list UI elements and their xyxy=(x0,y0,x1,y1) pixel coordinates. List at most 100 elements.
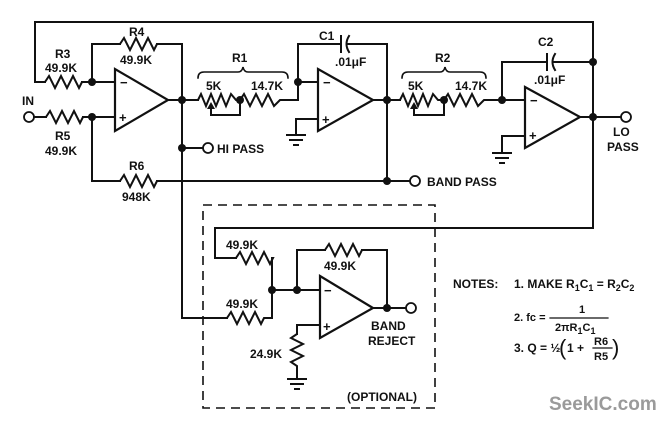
r6-value: 948K xyxy=(122,190,151,204)
note-1: 1. MAKE R1C1 = R2C2 xyxy=(514,277,634,293)
band-reject-label-2: REJECT xyxy=(368,334,416,348)
note-2-numerator: 1 xyxy=(579,304,585,316)
note-3-one: 1 + xyxy=(567,341,584,355)
note-3-denominator: R5 xyxy=(594,351,608,363)
r2-brace xyxy=(401,66,487,79)
opamp-4 xyxy=(318,274,376,340)
resistor-r2-fixed xyxy=(443,91,490,109)
junction-dot xyxy=(293,286,301,294)
c2-label: C2 xyxy=(538,35,554,49)
lo-pass-terminal[interactable] xyxy=(620,111,632,123)
r1-pot-value: 5K xyxy=(206,79,222,93)
band-pass-label: BAND PASS xyxy=(427,175,497,189)
lo-pass-label-1: LO xyxy=(613,125,630,139)
in-label: IN xyxy=(22,94,34,108)
opamp-2 xyxy=(316,67,376,133)
note-3-open-paren: ( xyxy=(559,335,567,360)
resistor-r2-pot xyxy=(399,91,444,109)
band-pass-terminal[interactable] xyxy=(409,175,421,187)
wire-r6 xyxy=(91,116,121,182)
junction-dot xyxy=(589,58,597,66)
note-3: 3. Q = ½ xyxy=(514,341,560,355)
r5-value: 49.9K xyxy=(45,144,77,158)
junction-dot xyxy=(88,113,96,121)
wire-gnd3 xyxy=(501,135,526,153)
opamp-1 xyxy=(113,67,171,133)
r5-label: R5 xyxy=(55,129,71,143)
junction-dot xyxy=(88,78,96,86)
r2-label: R2 xyxy=(435,51,451,65)
junction-dot xyxy=(178,96,186,104)
junction-dot xyxy=(236,96,244,104)
wire-r2-wiper xyxy=(413,99,445,116)
resistor-r6 xyxy=(119,172,158,190)
resistor-br-top xyxy=(235,249,275,267)
optional-section-border xyxy=(202,204,436,409)
opamp-2-minus: − xyxy=(323,75,331,90)
br-r-bottom-value: 49.9K xyxy=(226,297,258,311)
wire-lopass-feedback xyxy=(34,21,594,83)
junction-dot xyxy=(589,113,597,121)
wire-c1-out xyxy=(346,43,388,101)
band-reject-terminal[interactable] xyxy=(405,302,417,314)
note-2-denominator: 2πR1C1 xyxy=(555,322,595,336)
in-terminal[interactable] xyxy=(23,111,35,123)
wiper-arrow xyxy=(410,102,418,109)
br-r-ground-value: 24.9K xyxy=(250,347,282,361)
opamp-1-plus: + xyxy=(119,110,127,125)
wire-br-fb xyxy=(296,249,326,291)
note-3-close-paren: ) xyxy=(612,335,619,360)
note-3-numerator: R6 xyxy=(594,336,608,348)
wire-r4-out xyxy=(156,43,183,101)
opamp-4-minus: − xyxy=(324,283,332,298)
wiper-arrow xyxy=(207,102,215,109)
wire xyxy=(271,257,298,291)
r1-fixed-value: 14.7K xyxy=(251,79,283,93)
notes-heading: NOTES: xyxy=(453,277,498,291)
opamp-3-minus: − xyxy=(530,93,538,108)
notes: NOTES: 1. MAKE R1C1 = R2C2 2. fc = 1 2πR… xyxy=(453,277,634,363)
r2-fixed-value: 14.7K xyxy=(455,79,487,93)
note-2: 2. fc = xyxy=(514,312,546,324)
r1-label: R1 xyxy=(232,51,248,65)
c2-value: .01μF xyxy=(534,73,565,87)
junction-dot xyxy=(383,177,391,185)
junction-dot xyxy=(383,96,391,104)
wire-br-gnd xyxy=(296,324,321,335)
junction-dot xyxy=(178,144,186,152)
wire-br-fb-out xyxy=(361,249,388,309)
opamp-4-plus: + xyxy=(323,319,331,334)
lo-pass-label-2: PASS xyxy=(607,140,639,154)
resistor-br-feedback xyxy=(324,241,363,259)
opamp-3-plus: + xyxy=(529,128,537,143)
opamp-1-minus: − xyxy=(120,75,128,90)
r2-pot-value: 5K xyxy=(408,79,424,93)
r6-label: R6 xyxy=(129,159,145,173)
br-r-top-value: 49.9K xyxy=(226,238,258,252)
r3-label: R3 xyxy=(55,47,71,61)
br-r-feedback-value: 49.9K xyxy=(324,259,356,273)
r4-value: 49.9K xyxy=(120,53,152,67)
junction-dot xyxy=(268,286,276,294)
junction-dot xyxy=(498,96,506,104)
hi-pass-label: HI PASS xyxy=(217,142,264,156)
watermark: SeekIC.com xyxy=(549,394,657,415)
junction-dot xyxy=(294,78,302,86)
wire-gnd2 xyxy=(295,118,319,135)
opamp-3 xyxy=(523,85,583,150)
c1-value: .01μF xyxy=(335,55,366,69)
hi-pass-terminal[interactable] xyxy=(202,142,214,154)
resistor-r3 xyxy=(44,73,83,91)
wire-r4 xyxy=(91,43,121,83)
resistor-r5 xyxy=(45,108,84,126)
junction-dot xyxy=(440,96,448,104)
resistor-r1-pot xyxy=(197,91,240,109)
wire-lopass-down xyxy=(214,59,594,259)
resistor-r1-fixed xyxy=(239,91,286,109)
c1-label: C1 xyxy=(319,29,335,43)
wire-c2 xyxy=(501,61,546,101)
r3-value: 49.9K xyxy=(45,61,77,75)
junction-dot xyxy=(383,304,391,312)
opamp-2-plus: + xyxy=(322,112,330,127)
